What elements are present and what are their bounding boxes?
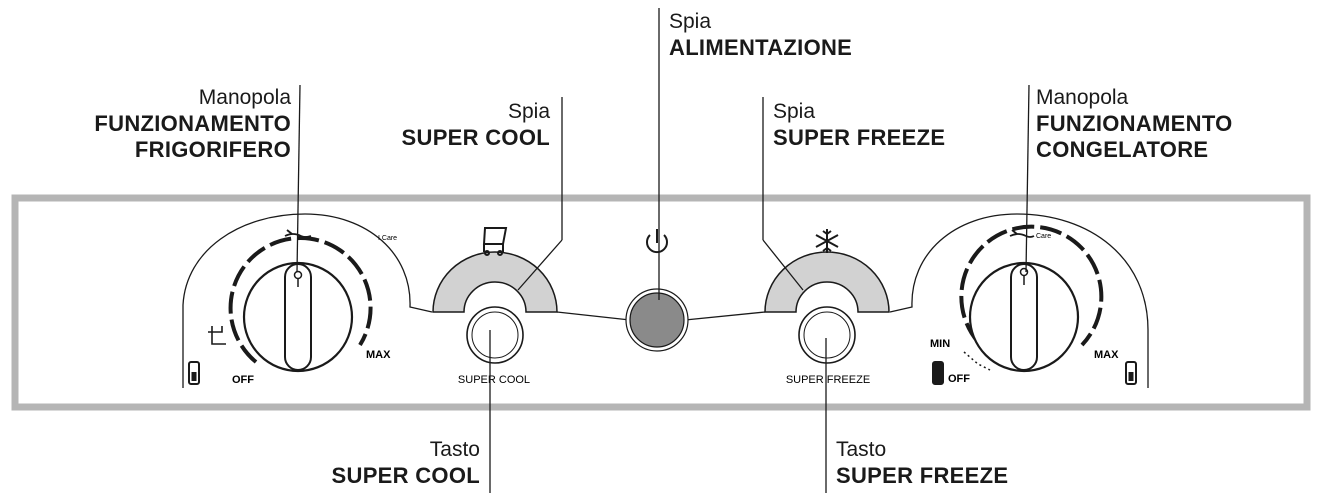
freezer-min-label: MIN [930, 338, 950, 350]
callout-super-cool-button: Tasto SUPER COOL [332, 438, 480, 489]
callout-super-freeze-button-sub: Tasto [836, 438, 887, 461]
callout-super-cool-button-sub: Tasto [429, 438, 480, 461]
callout-freezer-knob-sub: Manopola [1036, 86, 1129, 109]
freezer-max-label: MAX [1094, 349, 1119, 361]
fridge-knob[interactable] [228, 236, 373, 373]
super-cool-button-label: SUPER COOL [458, 374, 530, 386]
leader-freezer-knob [1025, 84, 1030, 273]
callout-fridge-knob-main-2: FRIGORIFERO [134, 136, 291, 162]
leader-fridge-knob [296, 84, 301, 273]
fridge-cooling-icon [284, 229, 312, 238]
power-light [629, 292, 685, 348]
callout-fridge-knob: Manopola FUNZIONAMENTO FRIGORIFERO [94, 86, 291, 163]
callout-super-freeze-button: Tasto SUPER FREEZE [836, 438, 1008, 489]
fridge-max-label: MAX [366, 349, 391, 361]
super-cool-light [432, 251, 558, 313]
leader-lines [296, 8, 1030, 493]
freezer-knob[interactable] [959, 224, 1104, 373]
fridge-care-label: I Care [378, 235, 397, 242]
snowflake-icon [815, 229, 839, 253]
callout-super-cool-light: Spia SUPER COOL [402, 100, 550, 151]
callout-fridge-knob-sub: Manopola [198, 86, 291, 109]
callout-power-light: Spia ALIMENTAZIONE [669, 10, 852, 61]
callout-power-light-sub: Spia [669, 10, 712, 33]
freezer-min-dotted-line [963, 351, 991, 371]
callout-fridge-knob-main-1: FUNZIONAMENTO [94, 110, 291, 136]
freezer-cooling-icon [1009, 229, 1035, 238]
fridge-knob-grip [284, 263, 312, 371]
panel-body-outline [182, 213, 1149, 388]
super-freeze-button-label: SUPER FREEZE [786, 374, 870, 386]
callout-super-freeze-button-main: SUPER FREEZE [836, 462, 1009, 488]
fridge-off-symbol-icon [208, 326, 226, 345]
freezer-off-label: OFF [948, 373, 970, 385]
freezer-knob-grip [1010, 263, 1038, 371]
callout-freezer-knob: Manopola FUNZIONAMENTO CONGELATORE [1036, 86, 1233, 163]
power-icon [646, 229, 668, 254]
callout-power-light-main: ALIMENTAZIONE [669, 34, 853, 60]
callout-freezer-knob-main-2: CONGELATORE [1036, 136, 1209, 162]
callout-freezer-knob-main-1: FUNZIONAMENTO [1036, 110, 1233, 136]
freezer-knob-scale-arc [959, 224, 1104, 347]
fridge-off-label: OFF [232, 374, 254, 386]
callout-super-cool-light-sub: Spia [507, 100, 550, 123]
callout-super-freeze-light-sub: Spia [773, 100, 816, 123]
fridge-super-cool-icon [482, 227, 508, 256]
panel-frame [11, 194, 1311, 411]
callout-super-cool-light-main: SUPER COOL [401, 124, 550, 150]
freezer-care-label: Care [1036, 233, 1051, 240]
callout-super-cool-button-main: SUPER COOL [331, 462, 480, 488]
freezer-lamp-switch-on-icon [932, 361, 944, 385]
callout-super-freeze-light: Spia SUPER FREEZE [773, 100, 945, 151]
super-freeze-light [764, 251, 890, 313]
callout-super-freeze-light-main: SUPER FREEZE [773, 124, 946, 150]
fridge-knob-scale-arc [228, 236, 373, 364]
